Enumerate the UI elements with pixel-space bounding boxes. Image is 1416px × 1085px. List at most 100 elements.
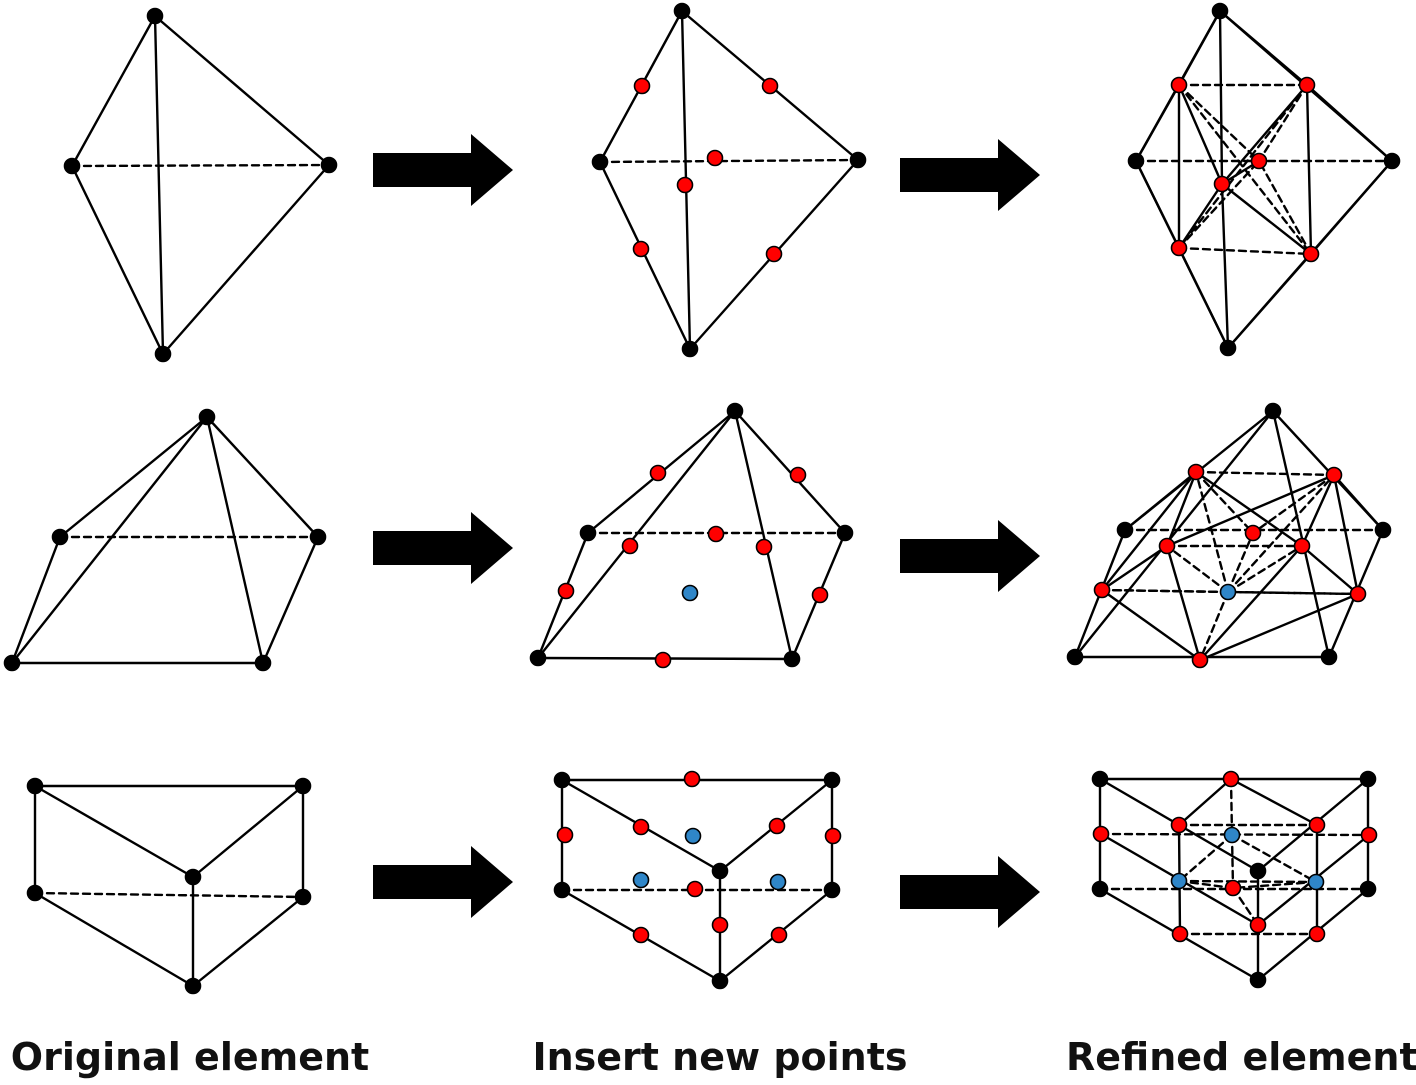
original-vertex [1219, 339, 1237, 357]
original-vertex [579, 524, 597, 542]
edge [536, 409, 737, 660]
edge [1332, 473, 1360, 596]
edge [1305, 83, 1394, 163]
edge [10, 415, 209, 665]
original-vertex [320, 156, 338, 174]
edge-midpoint [1249, 916, 1267, 934]
face-center-point [1223, 826, 1241, 844]
face-center-point [1219, 583, 1237, 601]
hidden-edge [33, 891, 305, 899]
original-vertex [1249, 971, 1267, 989]
edge [261, 535, 320, 665]
edge-midpoint [686, 880, 704, 898]
edge [1177, 777, 1233, 827]
original-vertex [1127, 152, 1145, 170]
edge-midpoint [1093, 581, 1111, 599]
original-vertex [553, 771, 571, 789]
original-vertex [711, 972, 729, 990]
original-vertex [184, 868, 202, 886]
original-vertex [1374, 521, 1392, 539]
edge [1123, 470, 1198, 532]
arrow-right-icon [373, 846, 513, 918]
edge-midpoint [633, 77, 651, 95]
face-center-point [632, 871, 650, 889]
edge [33, 784, 195, 879]
edge-midpoint [1325, 466, 1343, 484]
edge-midpoint [654, 651, 672, 669]
hidden-edge [1226, 590, 1360, 596]
edge-midpoint [1213, 175, 1231, 193]
edge-midpoint [1224, 879, 1242, 897]
hidden-edge [1251, 473, 1336, 535]
edge-midpoint [1222, 770, 1240, 788]
original-vertex [673, 2, 691, 20]
face-center-point [684, 827, 702, 845]
edge-midpoint [1302, 245, 1320, 263]
original-vertex [198, 408, 216, 426]
original-vertex [26, 777, 44, 795]
original-vertex [1116, 521, 1134, 539]
original-vertex [3, 654, 21, 672]
hidden-edge [1229, 777, 1234, 837]
edge [1218, 9, 1309, 87]
edge-midpoint [1360, 826, 1378, 844]
edge [1300, 473, 1336, 548]
face-center-point [681, 584, 699, 602]
edge [1300, 544, 1360, 596]
edge-midpoint [1171, 925, 1189, 943]
edge-midpoint [824, 827, 842, 845]
edge [1134, 159, 1181, 250]
hidden-edge [1194, 470, 1336, 477]
edge-midpoint [1191, 651, 1209, 669]
edge-midpoint [1170, 239, 1188, 257]
hidden-edge [1257, 83, 1309, 163]
edge [153, 14, 165, 356]
hidden-edge [70, 163, 331, 168]
edge [1165, 473, 1336, 548]
original-vertex [553, 881, 571, 899]
hidden-edge [1177, 879, 1318, 884]
arrow-right-icon [373, 512, 513, 584]
edge [1309, 159, 1394, 256]
edge-midpoint [557, 582, 575, 600]
edge-midpoint [1170, 816, 1188, 834]
edge-midpoint [556, 826, 574, 844]
edge [1100, 544, 1169, 592]
edge [1220, 182, 1313, 256]
original-vertex [591, 153, 609, 171]
edge [1198, 544, 1304, 662]
hidden-edge [1194, 470, 1230, 594]
hidden-edge [1230, 833, 1235, 890]
arrow-right-icon [900, 520, 1040, 592]
edge [1229, 777, 1319, 827]
hidden-edge [1198, 590, 1230, 662]
edge [1165, 544, 1202, 662]
edge-midpoint [1187, 463, 1205, 481]
edge [1100, 588, 1202, 662]
original-vertex [309, 528, 327, 546]
edge [1165, 470, 1198, 548]
edge [70, 164, 165, 356]
caption-original-element: Original element [10, 1035, 370, 1079]
edge-midpoint [789, 466, 807, 484]
edge-midpoint [1170, 76, 1188, 94]
edge [191, 784, 305, 879]
edge [1177, 83, 1224, 186]
edge [1218, 9, 1224, 186]
hidden-edge [1257, 159, 1313, 256]
edge [1134, 83, 1181, 163]
edge-midpoint [755, 538, 773, 556]
edge [1177, 246, 1230, 350]
hidden-edge [1226, 544, 1304, 594]
original-vertex [823, 881, 841, 899]
edge [1220, 83, 1309, 186]
edge-midpoint [1250, 152, 1268, 170]
original-vertex [681, 340, 699, 358]
original-vertex [154, 345, 172, 363]
hidden-edge [1177, 83, 1313, 256]
hidden-edge [1226, 531, 1255, 594]
edge-midpoint [632, 926, 650, 944]
edge-midpoint [707, 525, 725, 543]
edge-midpoint [632, 240, 650, 258]
face-center-point [769, 873, 787, 891]
